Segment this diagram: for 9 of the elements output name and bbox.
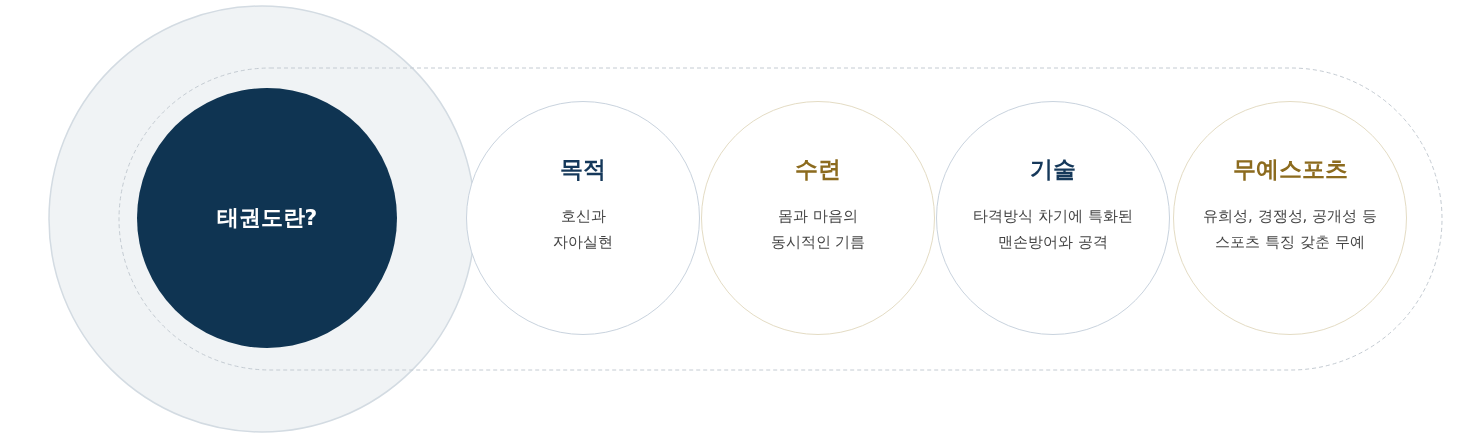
topic-heading: 기술 xyxy=(1030,155,1076,184)
topic-heading: 목적 xyxy=(560,155,606,184)
topic-heading: 수련 xyxy=(795,155,841,184)
topic-description: 유희성, 경쟁성, 공개성 등 스포츠 특징 갖춘 무예 xyxy=(1202,206,1378,254)
topic-description: 몸과 마음의 동시적인 기름 xyxy=(769,206,867,254)
title-text: 태권도란? xyxy=(216,204,318,232)
topic-description: 호신과 자아실현 xyxy=(552,206,614,254)
topic-description: 타격방식 차기에 특화된 맨손방어와 공격 xyxy=(972,206,1134,254)
topic-heading: 무예스포츠 xyxy=(1232,155,1348,184)
